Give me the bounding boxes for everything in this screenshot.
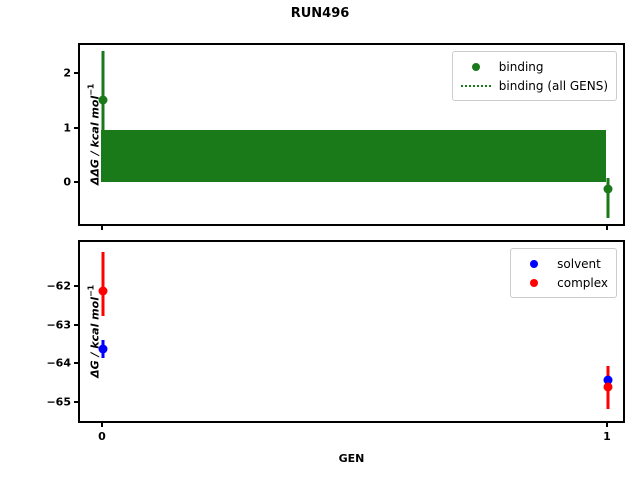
x-tick-label-bottom-1: 1 [603, 430, 611, 443]
complex-errorbar-gen0 [101, 252, 105, 316]
binding-errorbar-gen0 [101, 51, 105, 130]
y-tick-top-0 [74, 72, 80, 74]
figure-title: RUN496 [290, 6, 350, 21]
y-tick-label-top-1: 1 [63, 121, 71, 135]
y-tick-bottom-2 [74, 362, 80, 364]
y-tick-label-bottom-2: −64 [46, 356, 71, 370]
legend-marker-dotted-line-icon [459, 84, 493, 87]
legend-marker-solvent-circle-icon [517, 259, 551, 268]
legend-top[interactable]: binding binding (all GENS) [451, 51, 617, 101]
plot-area-top [80, 45, 623, 224]
binding-errorbar-gen1 [606, 178, 610, 218]
plot-area-bottom [80, 242, 623, 421]
y-tick-top-1 [74, 127, 80, 129]
y-tick-label-bottom-3: −65 [46, 395, 71, 409]
solvent-marker-gen0 [98, 344, 108, 354]
legend-marker-binding-circle-icon [459, 62, 493, 71]
y-tick-top-2 [74, 181, 80, 183]
binding-marker-gen1 [603, 184, 613, 194]
x-tick-top-0 [101, 224, 103, 230]
x-tick-bottom-1 [606, 421, 608, 427]
x-tick-top-1 [606, 224, 608, 230]
legend-item-complex[interactable]: complex [517, 273, 608, 292]
legend-label-binding-all-gens: binding (all GENS) [498, 78, 608, 93]
x-tick-bottom-0 [101, 421, 103, 427]
legend-bottom[interactable]: solvent complex [510, 248, 617, 298]
y-tick-label-top-2: 0 [63, 175, 71, 189]
x-tick-label-bottom-0: 0 [98, 430, 106, 443]
y-tick-label-bottom-1: −63 [46, 318, 71, 332]
legend-marker-complex-circle-icon [517, 278, 551, 287]
complex-marker-gen0 [98, 286, 108, 296]
y-tick-label-bottom-0: −62 [46, 279, 71, 293]
axes-binding-ddg: ΔΔG / kcal mol−1 2 1 0 [63, 43, 625, 230]
y-tick-bottom-3 [74, 401, 80, 403]
solvent-marker-gen1 [603, 375, 613, 385]
y-tick-bottom-1 [74, 324, 80, 326]
binding-all-gens-band [101, 130, 606, 182]
legend-item-solvent[interactable]: solvent [517, 254, 608, 273]
y-tick-label-top-0: 2 [63, 66, 71, 80]
legend-item-binding-all-gens[interactable]: binding (all GENS) [459, 76, 608, 95]
binding-marker-gen0 [98, 95, 108, 105]
legend-label-solvent: solvent [557, 256, 601, 271]
complex-marker-gen1 [603, 382, 613, 392]
legend-item-binding[interactable]: binding [459, 57, 608, 76]
axes-solvent-complex-dg: ΔG / kcal mol−1 −62 −63 −64 −65 0 1 [46, 240, 625, 443]
legend-label-complex: complex [557, 275, 608, 290]
y-tick-bottom-0 [74, 285, 80, 287]
legend-label-binding: binding [498, 59, 544, 74]
x-axis-label: GEN [338, 452, 365, 465]
